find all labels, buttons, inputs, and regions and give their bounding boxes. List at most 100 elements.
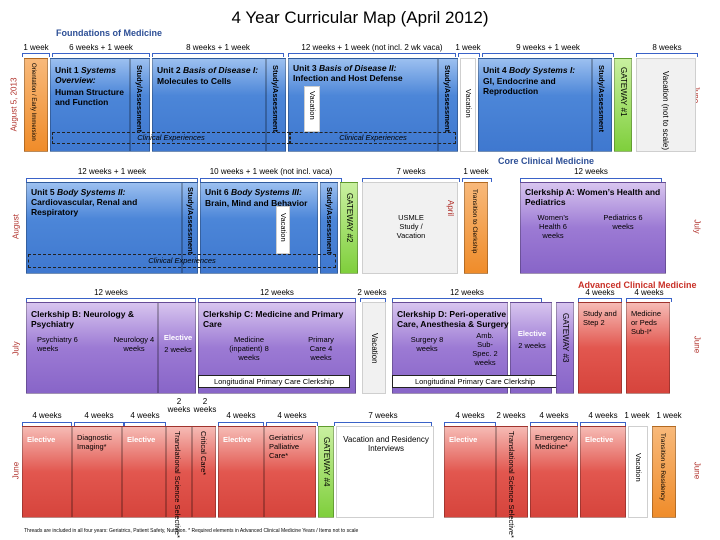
duration-bracket	[530, 422, 578, 426]
duration-bracket	[52, 53, 150, 57]
duration-label: 1 week	[23, 43, 49, 52]
unit-3-title: Unit 3 Basis of Disease II:	[293, 63, 397, 73]
primary-care: Primary Care 4 weeks	[308, 335, 334, 362]
duration-label: 2 weeks	[496, 411, 526, 420]
clerkship-b-block: Clerkship B: Neurology & Psychiatry Psyc…	[26, 302, 158, 394]
orientation-label: Orientation / Early Immersion	[30, 63, 36, 141]
duration-label: 12 weeks	[260, 288, 294, 297]
elective-block: Elective	[444, 426, 496, 518]
unit-3-subtitle: Infection and Host Defense	[293, 73, 403, 83]
duration-label: 12 weeks	[450, 288, 484, 297]
duration-label: 7 weeks	[368, 411, 398, 420]
unit-2-subtitle: Molecules to Cells	[157, 76, 232, 86]
orientation-block: Orientation / Early Immersion	[24, 58, 48, 152]
unit-6-subtitle: Brain, Mind and Behavior	[205, 198, 308, 208]
duration-bracket	[360, 298, 386, 302]
unit-6-title: Unit 6 Body Systems III:	[205, 187, 302, 197]
duration-label: 12 weeks + 1 week (not incl. 2 wk vaca)	[301, 43, 443, 52]
transition-clerkship-block: Transition to Clerkship	[464, 182, 488, 274]
section-advanced: Advanced Clinical Medicine	[578, 280, 697, 290]
neurology: Neurology 4 weeks	[113, 335, 155, 353]
duration-bracket	[636, 53, 698, 57]
unit-1-title: Unit 1 Systems Overview:	[55, 65, 116, 85]
duration-bracket	[580, 422, 626, 426]
gateway-2: GATEWAY #2	[340, 182, 358, 274]
start-date-label: August 5, 2013	[9, 77, 19, 132]
usmle-block: USMLE Study / Vacation	[362, 182, 458, 274]
duration-bracket	[74, 422, 124, 426]
translational-science-block: Translational Science Selective*	[496, 426, 528, 538]
unit-3-block: Unit 3 Basis of Disease II: Infection an…	[288, 58, 438, 152]
section-core: Core Clinical Medicine	[498, 156, 595, 166]
elective-block: Elective 2 weeks	[158, 302, 196, 394]
critical-care-block: Critical Care*	[192, 426, 216, 518]
translational-science-block: Translational Science Selective*	[166, 426, 192, 538]
pediatrics: Pediatrics 6 weeks	[603, 213, 643, 231]
study-assessment-5: Study/Assessment	[182, 182, 198, 274]
ambulatory-subspecialty: Amb. Sub-Spec. 2 weeks	[472, 331, 498, 367]
duration-bracket	[444, 422, 496, 426]
duration-label: 1 week	[624, 411, 650, 420]
start-month-label: June	[11, 461, 21, 480]
vacation-1: Vacation	[304, 86, 320, 132]
unit-4-title: Unit 4 Body Systems I:	[483, 65, 576, 75]
clinical-experiences-bar: Clinical Experiences	[52, 132, 290, 144]
clerkship-d-title: Clerkship D: Peri-operative Care, Anesth…	[397, 309, 509, 329]
duration-label: 2 weeks	[193, 397, 217, 414]
duration-bracket	[520, 178, 662, 182]
unit-2-title: Unit 2 Basis of Disease I:	[157, 65, 259, 75]
unit-1-subtitle: Human Structure and Function	[55, 87, 124, 107]
elective-block: Elective	[218, 426, 264, 518]
duration-label: 2 weeks	[357, 288, 387, 297]
duration-label: 4 weeks	[455, 411, 485, 420]
duration-bracket	[458, 53, 480, 57]
duration-bracket	[26, 298, 196, 302]
duration-bracket	[218, 422, 264, 426]
duration-label: 6 weeks + 1 week	[69, 43, 133, 52]
duration-label: 1 week	[656, 411, 682, 420]
elective-block: Elective	[22, 426, 72, 518]
clinical-experiences-bar: Clinical Experiences	[28, 254, 336, 268]
study-assessment-4: Study/Assessment	[592, 58, 612, 152]
clerkship-a-block: Clerkship A: Women’s Health and Pediatri…	[520, 182, 666, 274]
geriatrics-block: Geriatrics/ Palliative Care*	[264, 426, 316, 518]
unit-4-subtitle: GI, Endocrine and Reproduction	[483, 76, 556, 96]
duration-bracket	[392, 298, 542, 302]
duration-label: 2 weeks	[167, 397, 191, 414]
study-assessment-1: Study/Assessment	[130, 58, 150, 152]
sub-i-block: Medicine or Peds Sub-I*	[626, 302, 670, 394]
emergency-medicine-block: Emergency Medicine*	[530, 426, 578, 518]
vacation-2: Vacation	[460, 58, 476, 152]
duration-bracket	[22, 53, 50, 57]
end-month-label: June	[692, 335, 702, 354]
vacation-residency-block: Vacation and Residency Interviews	[336, 426, 434, 518]
duration-label: 4 weeks	[32, 411, 62, 420]
study-assessment-6: Study/Assessment	[320, 182, 338, 274]
duration-label: 4 weeks	[585, 288, 615, 297]
clerkship-b-title: Clerkship B: Neurology & Psychiatry	[31, 309, 134, 329]
april-label: April	[446, 200, 455, 217]
duration-bracket	[288, 53, 456, 57]
unit-1-block: Unit 1 Systems Overview: Human Structure…	[50, 58, 130, 152]
duration-label: 4 weeks	[226, 411, 256, 420]
end-month-label: June	[692, 461, 702, 480]
elective-block: Elective	[122, 426, 166, 518]
duration-bracket	[578, 298, 622, 302]
unit-5-block: Unit 5 Body Systems II: Cardiovascular, …	[26, 182, 182, 274]
duration-label: 9 weeks + 1 week	[516, 43, 580, 52]
section-foundations: Foundations of Medicine	[56, 28, 162, 38]
longitudinal-clerkship-bar: Longitudinal Primary Care Clerkship	[392, 375, 558, 388]
unit-6-block: Unit 6 Body Systems III: Brain, Mind and…	[200, 182, 318, 274]
diagnostic-imaging-block: Diagnostic Imaging*	[72, 426, 122, 518]
vacation-3: Vacation	[276, 206, 290, 254]
duration-bracket	[22, 422, 72, 426]
duration-bracket	[362, 178, 460, 182]
duration-bracket	[124, 422, 166, 426]
duration-label: 12 weeks + 1 week	[77, 167, 147, 176]
unit-5-title: Unit 5 Body Systems II:	[31, 187, 126, 197]
vacation-long: Vacation (not to scale)	[636, 58, 696, 152]
duration-label: 12 weeks	[94, 288, 128, 297]
transition-residency-block: Transition to Residency	[652, 426, 676, 518]
duration-bracket	[626, 298, 672, 302]
gateway-1: GATEWAY #1	[614, 58, 632, 152]
